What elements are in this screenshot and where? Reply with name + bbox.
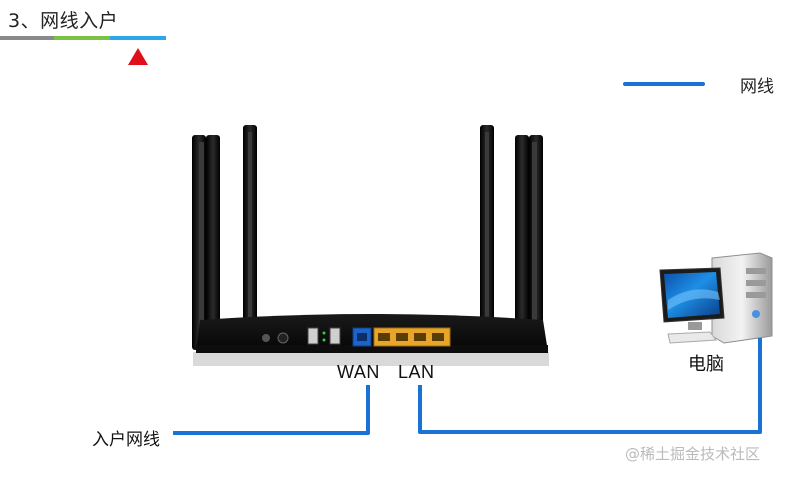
legend-cable-line [623,82,705,86]
lan-port [378,333,390,341]
usb-port-icon [329,327,341,345]
incoming-cable-label: 入户网线 [92,430,160,450]
antenna-icon [515,135,529,350]
usb-port-icon [307,327,319,345]
pc-keyboard [667,331,717,344]
router [192,125,549,366]
lan-cable [418,338,762,434]
lan-port [414,333,426,341]
power-jack-icon [262,334,270,342]
computer-icon [659,252,773,344]
wan-label: WAN [337,362,380,382]
computer-label: 电脑 [688,354,724,375]
led-indicator-icon [322,338,326,342]
lan-label: LAN [398,362,435,382]
lan-port-block [373,327,451,347]
lan-ports [373,327,451,347]
left-antennas [192,125,257,353]
triangle-marker-icon [128,48,148,65]
cables [173,338,762,435]
watermark: @稀土掘金技术社区 [625,445,761,463]
title-bar-segment-gray [0,36,54,40]
right-antennas [480,125,543,353]
led-indicator-icon [322,331,326,335]
page-title: 3、网线入户 [8,10,119,32]
legend-cable-label: 网线 [740,77,774,97]
title-bar-segment-green [54,36,110,40]
antenna-icon [206,135,220,350]
lan-port [432,333,444,341]
lan-port [396,333,408,341]
title-bar-segment-blue [110,36,166,40]
router-base-shadow [193,352,549,366]
incoming-cable [173,385,370,435]
power-button-icon [277,332,289,344]
